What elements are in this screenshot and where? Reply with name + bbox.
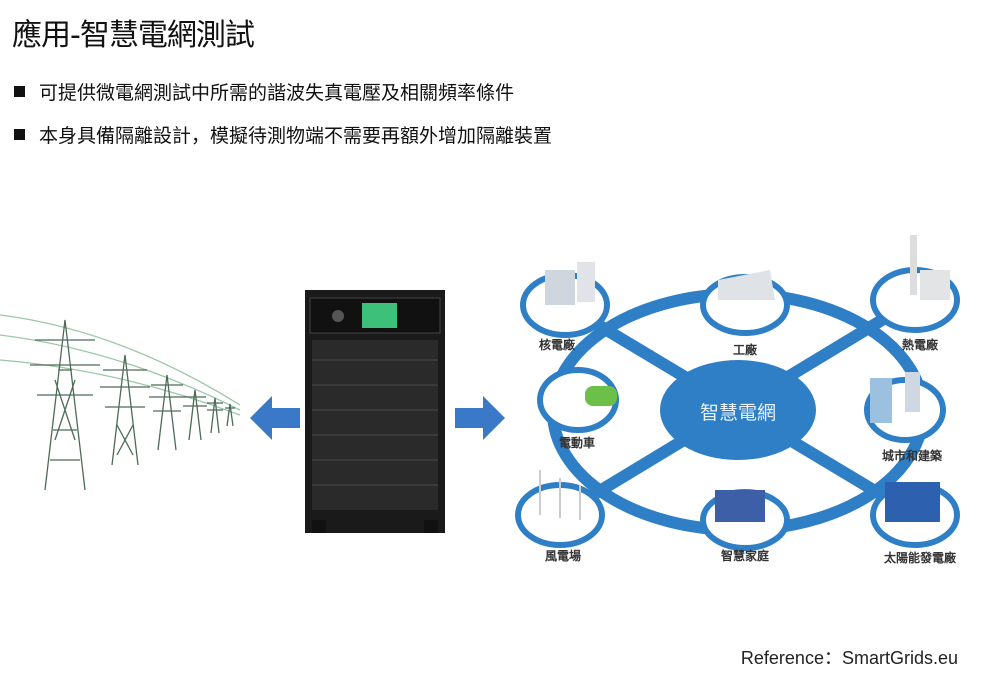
bullet-square-icon <box>14 129 25 140</box>
arrow-right-icon <box>455 396 505 440</box>
node-label: 城市和建築 <box>881 449 943 463</box>
bullet-item: 本身具備隔離設計，模擬待測物端不需要再額外增加隔離裝置 <box>14 121 552 148</box>
node-label: 電動車 <box>558 436 596 450</box>
node-icons <box>539 235 950 522</box>
node-label: 核電廠 <box>538 338 576 352</box>
bullet-text: 可提供微電網測試中所需的諧波失真電壓及相關頻率條件 <box>39 82 515 104</box>
page-title: 應用-智慧電網測試 <box>12 18 255 53</box>
node-label: 工廠 <box>732 343 758 357</box>
node-label: 太陽能發電廠 <box>883 551 957 565</box>
node-label: 熱電廠 <box>901 338 939 352</box>
bullet-item: 可提供微電網測試中所需的諧波失真電壓及相關頻率條件 <box>14 78 514 105</box>
reference-text: Reference：SmartGrids.eu <box>740 648 958 668</box>
node-label: 風電場 <box>544 549 582 563</box>
power-towers-image <box>0 314 241 491</box>
power-source-cabinet-image <box>305 290 445 533</box>
bullet-square-icon <box>14 86 25 97</box>
arrow-left-icon <box>250 396 300 440</box>
bullet-text: 本身具備隔離設計，模擬待測物端不需要再額外增加隔離裝置 <box>39 125 553 147</box>
diagram-center-label: 智慧電網 <box>699 402 777 424</box>
node-label: 智慧家庭 <box>720 549 770 563</box>
